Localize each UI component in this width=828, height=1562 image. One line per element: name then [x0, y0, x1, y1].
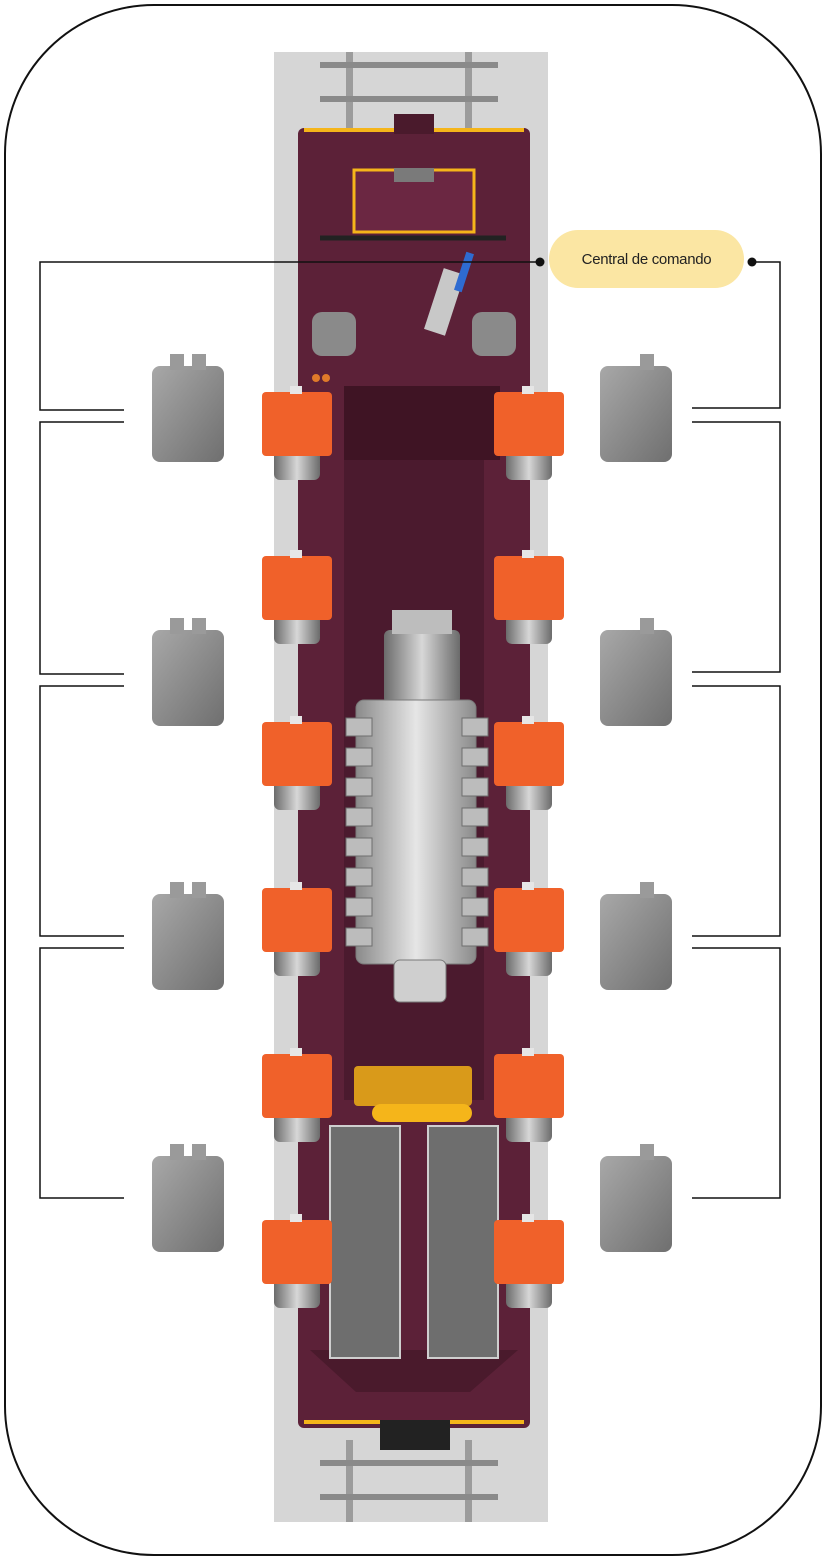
sensor-unit	[494, 716, 564, 810]
sensor-unit	[494, 550, 564, 644]
gateway-device	[152, 1144, 224, 1252]
wire-node-right	[747, 257, 757, 267]
sensor-unit	[262, 1048, 332, 1142]
sensor-unit	[262, 386, 332, 480]
sensor-unit	[262, 1214, 332, 1308]
command-center-label: Central de comando	[549, 230, 744, 288]
cab-seat-left	[312, 312, 356, 356]
gateway-device	[152, 354, 224, 462]
radiator-panels	[329, 1125, 499, 1359]
gateway-device	[152, 882, 224, 990]
gateway-device	[600, 1144, 672, 1252]
sensor-unit	[262, 716, 332, 810]
cab-seat-right	[472, 312, 516, 356]
diesel-engine	[345, 610, 489, 1003]
connection-wires	[39, 261, 781, 1199]
sensor-unit	[494, 1048, 564, 1142]
gateway-device	[152, 618, 224, 726]
gateway-device	[600, 618, 672, 726]
rounded-frame	[4, 4, 822, 1556]
sensor-unit	[494, 1214, 564, 1308]
wire-node-left	[535, 257, 545, 267]
rails	[320, 52, 498, 1522]
sensor-unit	[494, 386, 564, 480]
sensor-unit	[262, 550, 332, 644]
gateway-device	[600, 354, 672, 462]
sensor-unit	[494, 882, 564, 976]
gateway-device	[600, 882, 672, 990]
generator	[354, 1066, 472, 1122]
cab	[312, 168, 516, 382]
sensor-unit	[262, 882, 332, 976]
